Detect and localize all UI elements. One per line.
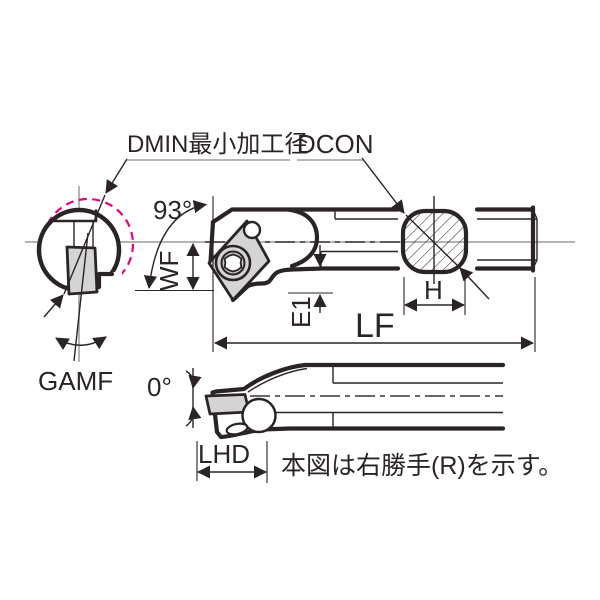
dmin-diameter-line (63, 194, 106, 295)
label-lhd: LHD (198, 439, 250, 469)
angle-93-arc (143, 200, 208, 290)
label-h: H (424, 275, 443, 305)
dimensions (135, 196, 536, 483)
rake-angle-arrow-upper (185, 370, 202, 390)
notch-mask (98, 272, 122, 300)
bottom-cutaway-lines (276, 366, 503, 428)
section-view (361, 157, 490, 300)
bottom-bar-outline (287, 362, 506, 431)
head-lobe (285, 207, 320, 269)
bottom-view (185, 362, 506, 440)
shank-outline (474, 205, 536, 273)
insert-end-view (65, 245, 99, 296)
gamf-angle-arrow (55, 336, 107, 350)
dcon-diameter-line (405, 214, 459, 267)
dmin-leader (105, 158, 128, 194)
shank-end (474, 205, 538, 273)
upper-cutaway-line (334, 210, 398, 220)
label-angle-0: 0° (147, 372, 172, 402)
shank-section (400, 208, 469, 275)
screw-boss (241, 397, 277, 434)
label-dcon: DCON (297, 129, 374, 159)
label-gamf: GAMF (38, 366, 113, 396)
bottom-head-inner-line (247, 367, 308, 393)
torx-screw (214, 244, 252, 282)
dmin-lower-arrow (43, 294, 64, 318)
dcon-leader (361, 157, 405, 214)
torx-star-icon (223, 253, 243, 273)
label-dmin: DMIN最小加工径 (127, 131, 308, 158)
label-e1: E1 (286, 296, 316, 328)
insert-corner-radius (242, 220, 262, 240)
label-lf: LF (355, 307, 395, 345)
end-view (36, 158, 135, 362)
shank-chamfer (477, 209, 538, 269)
side-view (207, 207, 401, 303)
rake-angle-arrow-lower (185, 405, 202, 427)
bottom-head-outline (210, 362, 308, 440)
nose-detail (225, 422, 249, 436)
dcon-lower-arrow (459, 267, 490, 300)
label-wf: WF (154, 251, 184, 291)
head-bottom-edge (230, 266, 401, 303)
labels: DMIN最小加工径 DCON 93° WF E1 LF H GAMF 0° LH… (38, 129, 563, 480)
lower-cutaway-line (320, 250, 398, 268)
hand-note: 本図は右勝手(R)を示す。 (281, 452, 563, 480)
label-angle-93: 93° (153, 195, 192, 225)
notch-edges (96, 271, 115, 290)
bar-top-edge (210, 207, 401, 225)
